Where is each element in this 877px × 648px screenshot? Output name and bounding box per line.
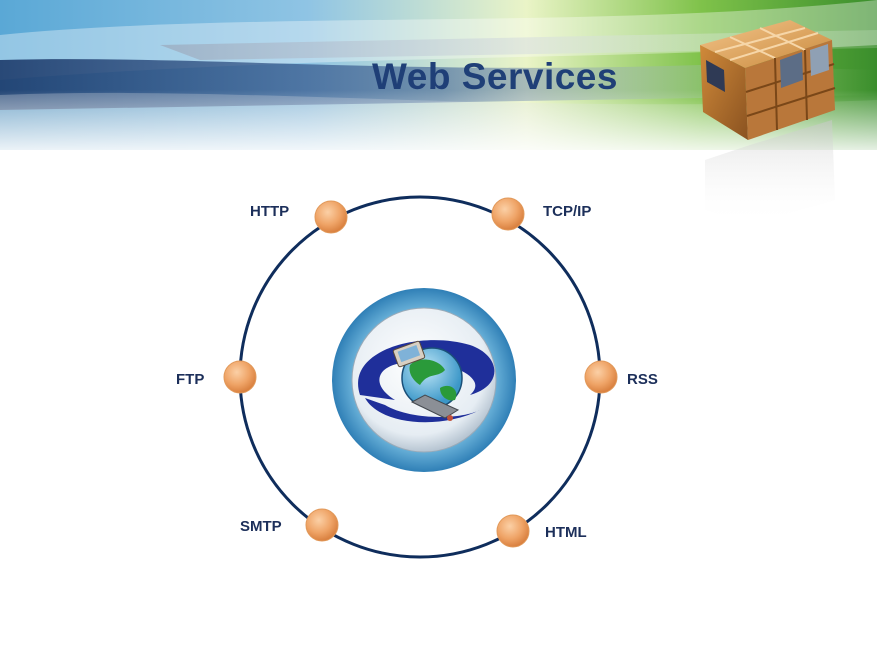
- protocol-label-rss: RSS: [627, 371, 658, 388]
- protocol-label-ftp: FTP: [176, 371, 205, 388]
- photo-cube-icon: [700, 20, 836, 225]
- slide-title: Web Services: [372, 56, 618, 97]
- protocol-node-rss: [584, 360, 618, 394]
- protocol-node-smtp: [305, 508, 339, 542]
- protocol-node-tcpip: [491, 197, 525, 231]
- protocol-node-http: [314, 200, 348, 234]
- protocol-node-html: [496, 514, 530, 548]
- globe-computer-icon: [332, 288, 516, 472]
- protocol-label-smtp: SMTP: [240, 518, 282, 535]
- protocol-label-tcpip: TCP/IP: [543, 203, 592, 220]
- header-banner: [0, 0, 877, 230]
- protocol-label-http: HTTP: [250, 203, 290, 220]
- protocol-label-html: HTML: [545, 524, 587, 541]
- protocol-node-ftp: [223, 360, 257, 394]
